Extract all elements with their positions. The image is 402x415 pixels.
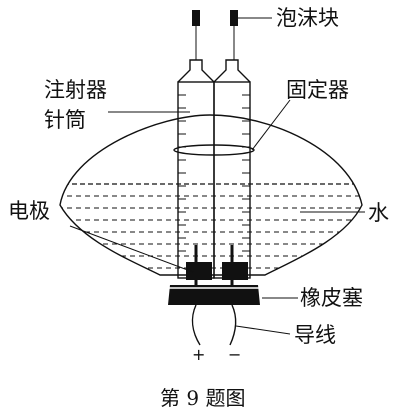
water-body	[60, 183, 362, 269]
label-holder: 固定器	[286, 78, 349, 102]
leader-electrode	[69, 225, 194, 273]
label-wire: 导线	[294, 323, 336, 347]
label-foam-block: 泡沫块	[276, 6, 339, 30]
label-electrode: 电极	[8, 199, 50, 223]
label-syringe-line1: 注射器	[44, 78, 107, 102]
figure-caption: 第 9 题图	[160, 386, 245, 410]
foam-block-left	[192, 10, 200, 26]
foam-block-right	[230, 10, 238, 26]
polarity-positive: +	[192, 345, 205, 364]
leader-holder	[251, 99, 291, 151]
holder-ring	[173, 144, 255, 156]
wire-positive	[191, 304, 201, 346]
rubber-stopper	[166, 285, 262, 305]
wire-negative	[229, 304, 237, 346]
leader-wire	[235, 325, 291, 335]
label-rubber-stopper: 橡皮塞	[300, 286, 363, 310]
syringe-barrels	[177, 59, 251, 279]
bowl-outline	[59, 114, 363, 276]
label-water: 水	[368, 201, 389, 225]
label-syringe-line2: 针筒	[44, 108, 86, 132]
electrodes	[186, 245, 248, 286]
polarity-negative: −	[228, 345, 241, 364]
